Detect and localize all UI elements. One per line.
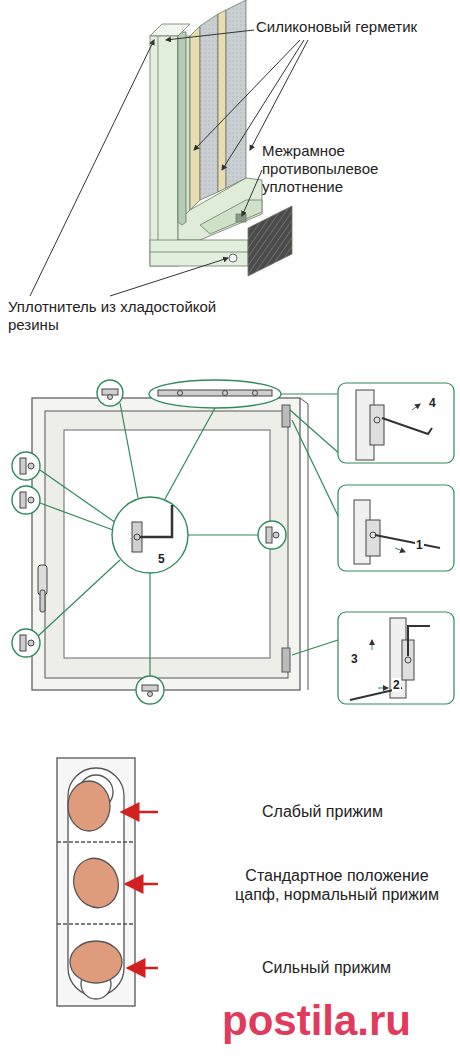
trunnion-strip bbox=[57, 758, 135, 1006]
fitting-icons bbox=[20, 389, 279, 697]
part-label: Уплотнитель из хладостойкой резины bbox=[8, 298, 258, 334]
callout-lines bbox=[38, 394, 350, 676]
callout-number: 2 bbox=[392, 678, 401, 692]
watermark: postila.ru bbox=[222, 996, 411, 1046]
part-label: Силиконовый герметик bbox=[256, 18, 451, 36]
callout-number: 1 bbox=[415, 538, 424, 552]
callout-number: 3 bbox=[350, 652, 359, 666]
position-label: Сильный прижим bbox=[262, 958, 452, 977]
window-drawing bbox=[32, 398, 308, 690]
profile-section bbox=[150, 0, 292, 276]
position-label: Стандартное положение цапф, нормальный п… bbox=[222, 866, 452, 904]
callout-circles bbox=[12, 380, 286, 704]
position-label: Слабый прижим bbox=[262, 802, 452, 821]
callout-number: 5 bbox=[157, 552, 166, 566]
pointer-arrows bbox=[122, 812, 158, 968]
callout-number: 4 bbox=[428, 396, 437, 410]
part-label: Межрамное противопылевое уплотнение bbox=[262, 142, 392, 196]
detail-insets bbox=[338, 383, 454, 704]
